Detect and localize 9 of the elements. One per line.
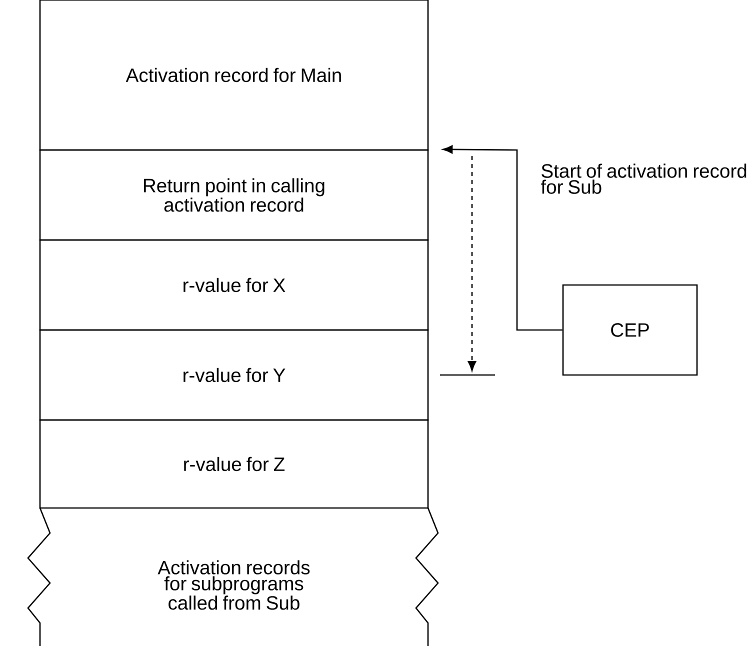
memory-cell: r-value for Z [39,419,429,509]
memory-cell: Return point in calling activation record [39,149,429,241]
annotation: Start of activation record for Sub [540,164,746,194]
open-memory-region: Activation records for subprograms called from Sub [27,508,439,646]
arrow [442,145,562,331]
memory-cell: Activation record for Main [39,0,429,151]
memory-cell: CEP [562,284,698,376]
memory-cell: r-value for Y [39,329,429,421]
memory-cell: r-value for X [39,239,429,331]
